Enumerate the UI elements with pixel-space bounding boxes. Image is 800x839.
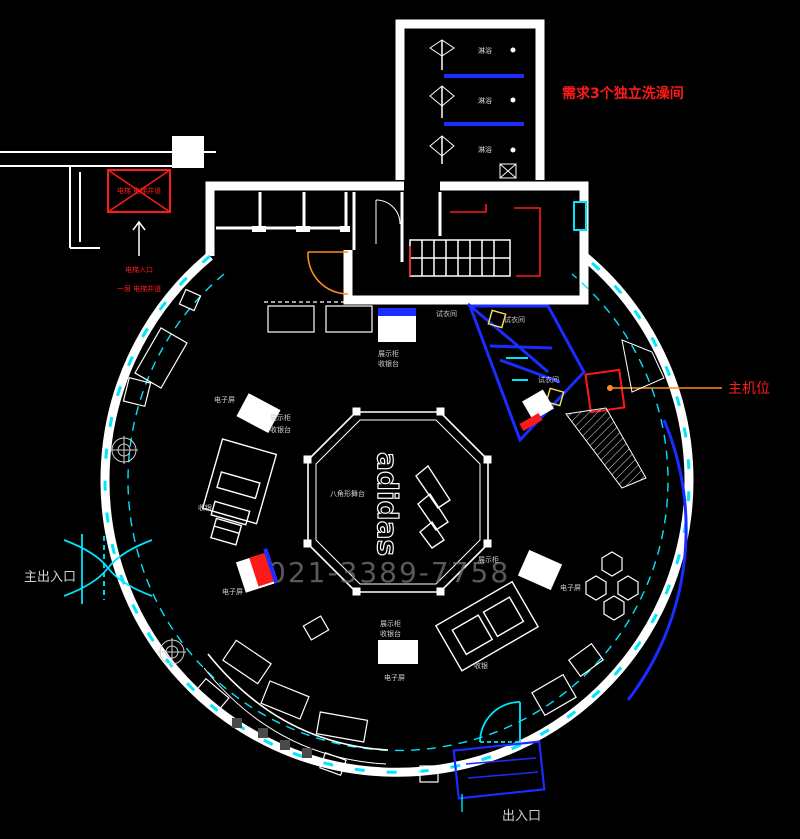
left-counter	[201, 438, 278, 546]
mirror-label-left: 电子屏	[214, 395, 235, 404]
shower-label-2: 淋浴	[478, 96, 492, 105]
fitting-rooms	[467, 304, 586, 443]
top-display-tables	[264, 301, 376, 333]
elevator-note-label: 一层 电梯井道	[117, 284, 161, 293]
red-stair-lines	[409, 204, 541, 277]
svg-text:试衣间: 试衣间	[538, 375, 559, 384]
potted-plant-left	[110, 436, 138, 464]
left-mirror-screen	[236, 393, 281, 434]
brand-logo-stripes	[415, 464, 451, 549]
cashier-label-left: 收银台	[270, 425, 291, 434]
upper-room-walls	[205, 181, 589, 305]
lower-benches	[192, 615, 389, 765]
main-entrance-door	[63, 534, 153, 604]
elevator-arrow	[132, 220, 146, 256]
bottom-mirror-screen	[378, 640, 418, 664]
watermark-phone: 021-3389-7758	[268, 556, 510, 589]
red-screen-left	[235, 548, 279, 593]
svg-text:收银: 收银	[474, 661, 488, 670]
requirement-note: 需求3个独立洗澡间	[562, 85, 684, 102]
circular-wall	[100, 252, 694, 777]
main-entrance-label: 主出入口	[24, 570, 76, 585]
elevator-entrance-label: 电梯入口	[125, 265, 153, 274]
elevator-shaft: 电梯 电梯井道	[107, 169, 171, 213]
corridor-lines	[0, 151, 175, 249]
hexagon-displays	[585, 551, 639, 621]
right-mirror-screen	[517, 549, 563, 591]
exit-door	[452, 701, 546, 812]
display-label-right: 展示柜	[478, 555, 499, 564]
center-stage-label: 八角形舞台	[330, 489, 365, 498]
svg-text:试衣间: 试衣间	[504, 315, 525, 324]
cashier-label-bottom: 收银台	[380, 629, 401, 638]
display-label-left: 展示柜	[270, 413, 291, 422]
exit-entrance-label: 出入口	[502, 809, 541, 824]
column-block	[172, 136, 204, 168]
mirror-label-bottom: 电子屏	[384, 673, 405, 682]
host-position-marker	[584, 368, 722, 414]
cashier-label: 收银台	[378, 359, 399, 368]
door-swing-orange	[307, 251, 349, 295]
svg-text:收银: 收银	[198, 503, 212, 512]
shower-label-1: 淋浴	[478, 46, 492, 55]
shower-label-3: 淋浴	[478, 145, 492, 154]
mirror-label-right: 电子屏	[560, 583, 581, 592]
octagon-stage	[303, 407, 492, 596]
lower-small-boxes	[319, 642, 605, 783]
upper-room-partitions	[216, 192, 442, 262]
potted-plant-lower-left	[158, 638, 186, 666]
svg-text:试衣间: 试衣间	[436, 309, 457, 318]
display-label-top: 展示柜	[378, 349, 399, 358]
shower-block: 淋浴 淋浴 淋浴	[395, 19, 545, 180]
host-position-label: 主机位	[728, 381, 770, 397]
hatched-plinth	[565, 407, 647, 489]
right-counter	[434, 580, 540, 672]
left-wall-seating	[122, 288, 202, 408]
staircase	[409, 239, 511, 277]
mirror-label-left-lower: 电子屏	[222, 587, 243, 596]
display-label-bottom: 展示柜	[380, 619, 401, 628]
brand-logo-text: adidas	[371, 452, 404, 556]
elevator-label: 电梯 电梯井道	[117, 186, 161, 195]
